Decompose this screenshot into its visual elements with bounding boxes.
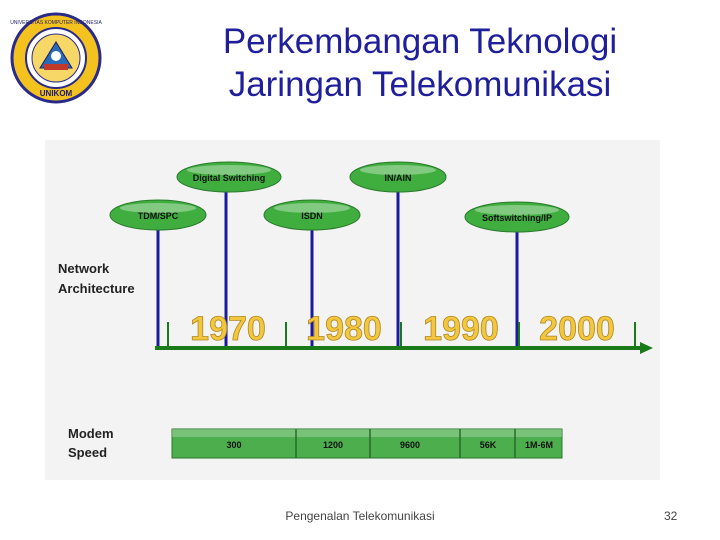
svg-text:UNIVERSITAS KOMPUTER INDONESIA: UNIVERSITAS KOMPUTER INDONESIA — [10, 20, 102, 26]
timeline-figure: Network Architecture 1970 1980 1990 2000… — [45, 140, 660, 480]
network-label-line1: Network — [58, 261, 110, 276]
modem-speed-value: 56K — [480, 440, 497, 450]
slide-title: Perkembangan Teknologi Jaringan Telekomu… — [130, 20, 710, 106]
year-label: 2000 — [539, 310, 615, 348]
footer-text: Pengenalan Telekomunikasi — [285, 509, 435, 523]
modem-speed-value: 1M-6M — [525, 440, 553, 450]
modem-label-line2: Speed — [68, 445, 107, 460]
year-label: 1980 — [306, 310, 382, 348]
year-label: 1990 — [423, 310, 499, 348]
modem-label-line1: Modem — [68, 426, 114, 441]
tech-bubble-isdn: ISDN — [263, 199, 361, 231]
modem-bar-dividers — [295, 429, 516, 458]
tech-bubble-digital-switching: Digital Switching — [176, 161, 282, 193]
tech-label: IN/AIN — [385, 173, 412, 183]
tech-label: Softswitching/IP — [482, 213, 552, 223]
tech-label: Digital Switching — [193, 173, 266, 183]
university-logo: UNIKOM UNIVERSITAS KOMPUTER INDONESIA — [10, 12, 102, 104]
tech-label: ISDN — [301, 211, 323, 221]
timeline-ticks — [167, 322, 636, 348]
modem-speed-value: 9600 — [400, 440, 420, 450]
tech-bubble-in-ain: IN/AIN — [349, 161, 447, 193]
tech-bubble-softswitching: Softswitching/IP — [464, 201, 570, 233]
modem-speed-bar — [171, 428, 563, 459]
timeline-arrow — [640, 342, 653, 354]
timeline-diagram: Network Architecture 1970 1980 1990 2000… — [58, 161, 653, 460]
modem-speed-value: 1200 — [323, 440, 343, 450]
tech-label: TDM/SPC — [138, 211, 179, 221]
svg-text:UNIKOM: UNIKOM — [40, 89, 73, 98]
slide-title-line1: Perkembangan Teknologi — [222, 22, 618, 61]
modem-speed-value: 300 — [226, 440, 241, 450]
page-number: 32 — [664, 509, 678, 523]
tech-bubble-tdm: TDM/SPC — [109, 199, 207, 231]
network-label-line2: Architecture — [58, 281, 135, 296]
slide-title-line2: Jaringan Telekomunikasi — [228, 65, 612, 104]
year-label: 1970 — [190, 310, 266, 348]
